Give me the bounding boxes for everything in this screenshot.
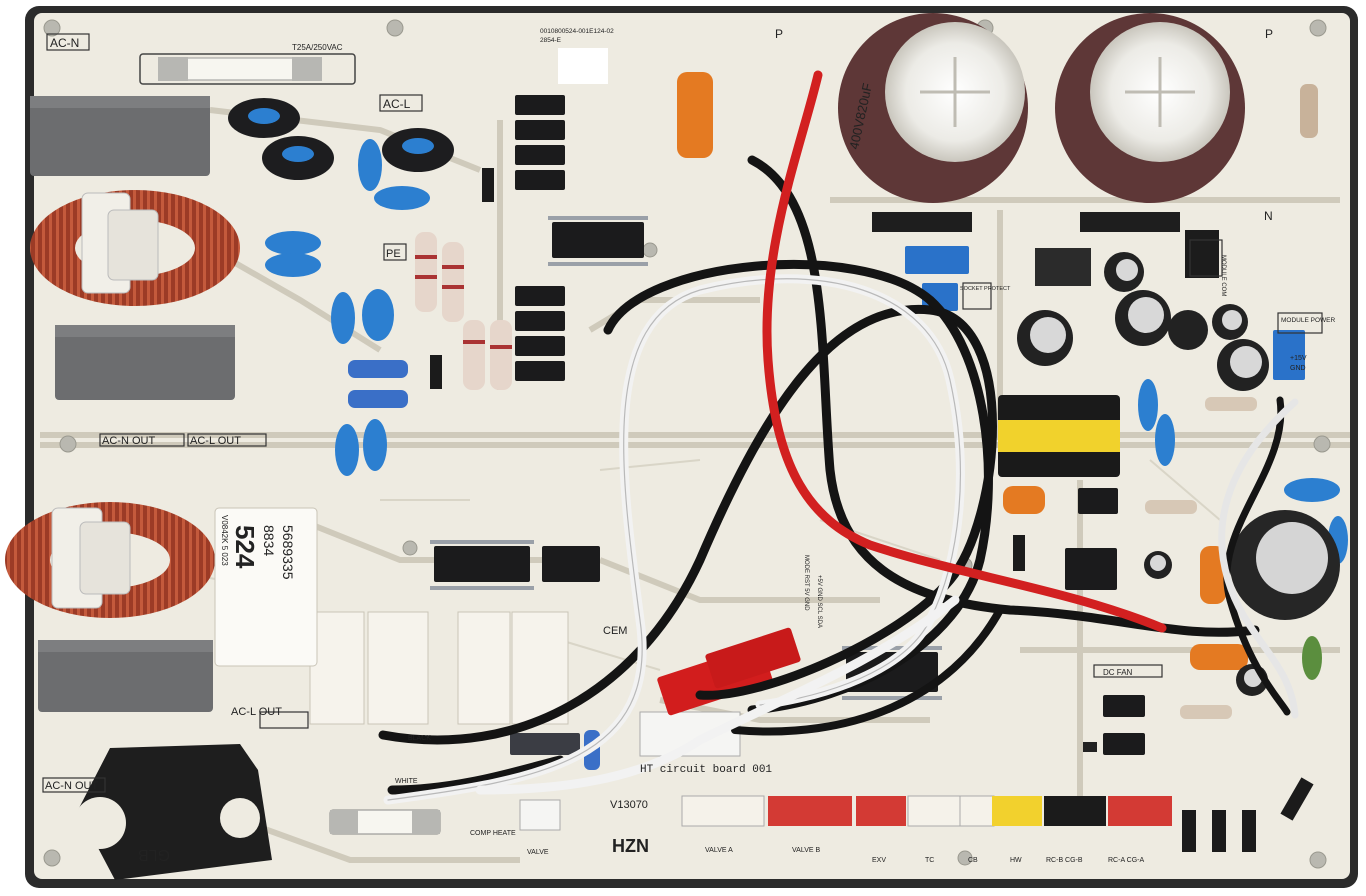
rectifier-diodes (430, 168, 1314, 852)
electrolytic-capacitors (1017, 252, 1340, 696)
blue-varistors (228, 98, 454, 180)
sticker-code: 5689335 (280, 525, 296, 580)
label-pin-labels: +5V GND SCL SDA (816, 575, 822, 628)
label-comp-heat: COMP HEATE (470, 830, 516, 837)
voltage-regulator (1035, 248, 1091, 286)
sticker-8834: 8834 (261, 525, 277, 556)
label-top-code-2: 2854-E (540, 37, 562, 44)
emi-filter-bottom (5, 502, 215, 712)
label-top-code: 0010800524-001E124-02 (540, 28, 614, 35)
glb-bracket (74, 744, 272, 880)
label-ac-n-out: AC-N OUT (102, 435, 155, 447)
label-mode-pins: MODE RST 5V GND (803, 555, 809, 611)
label-hzn: HZN (612, 836, 649, 856)
silkscreen-boxes (42, 33, 1323, 793)
emi-filter-top (30, 96, 240, 400)
label-p-right: P (1265, 27, 1273, 41)
label-ac-n: AC-N (50, 36, 79, 50)
label-circuit-board: HT circuit board 001 (640, 764, 772, 776)
switching-transformer (998, 395, 1120, 477)
sticker-524: 524 (230, 525, 260, 569)
sticker-relay-id: V0842K 5 023 (220, 515, 229, 566)
label-dc-fan: DC FAN (1103, 668, 1133, 677)
label-module-com: MODULE COM (1220, 255, 1226, 296)
label-p-left: P (775, 27, 783, 41)
label-cem: CEM (603, 625, 627, 637)
wire-harness (378, 70, 1299, 805)
label-hw: HW (1010, 857, 1022, 864)
blank-label (558, 48, 608, 84)
label-tc: TC (925, 857, 934, 864)
label-valve: VALVE (527, 849, 549, 856)
label-rc-a: RC-A CG-A (1108, 857, 1145, 864)
red-wire-connector (657, 627, 801, 716)
label-valve-b: VALVE B (792, 847, 820, 854)
label-pe: PE (386, 248, 401, 260)
bulk-capacitors (838, 13, 1245, 232)
resistors (348, 84, 1318, 770)
label-ac-l-out-mid: AC-L OUT (190, 435, 241, 447)
label-ac-l: AC-L (383, 97, 411, 111)
y-capacitors (265, 139, 1348, 564)
main-fuse (139, 53, 356, 85)
green-capacitor (1302, 636, 1322, 680)
label-valve-a: VALVE A (705, 847, 733, 854)
label-wire-white: WHITE (395, 778, 418, 785)
bottom-connectors (519, 711, 1172, 831)
label-fuse-rating: T25A/250VAC (292, 43, 343, 52)
label-15v: +15V (1290, 355, 1307, 362)
orange-capacitors (677, 72, 1248, 670)
integrated-circuits (434, 222, 1145, 755)
comp-heat-fuse (329, 809, 441, 835)
optocouplers (515, 95, 565, 381)
label-cb: CB (968, 857, 978, 864)
label-rc-b: RC-B CG-B (1046, 857, 1083, 864)
glb-mark: GLB (138, 846, 170, 863)
relays (214, 507, 569, 725)
label-ac-l-out-low: AC-L OUT (231, 706, 282, 718)
label-wire-black: BLACK (408, 735, 431, 742)
label-module-power: MODULE POWER (1281, 317, 1335, 324)
label-board-id: V13070 (610, 799, 648, 811)
label-socket-protect: SOCKET PROTECT (960, 286, 1011, 292)
label-ac-n-out-low: AC-N OUT (45, 780, 98, 792)
label-gnd: GND (1290, 365, 1306, 372)
label-exv: EXV (872, 857, 886, 864)
label-n: N (1264, 209, 1273, 223)
